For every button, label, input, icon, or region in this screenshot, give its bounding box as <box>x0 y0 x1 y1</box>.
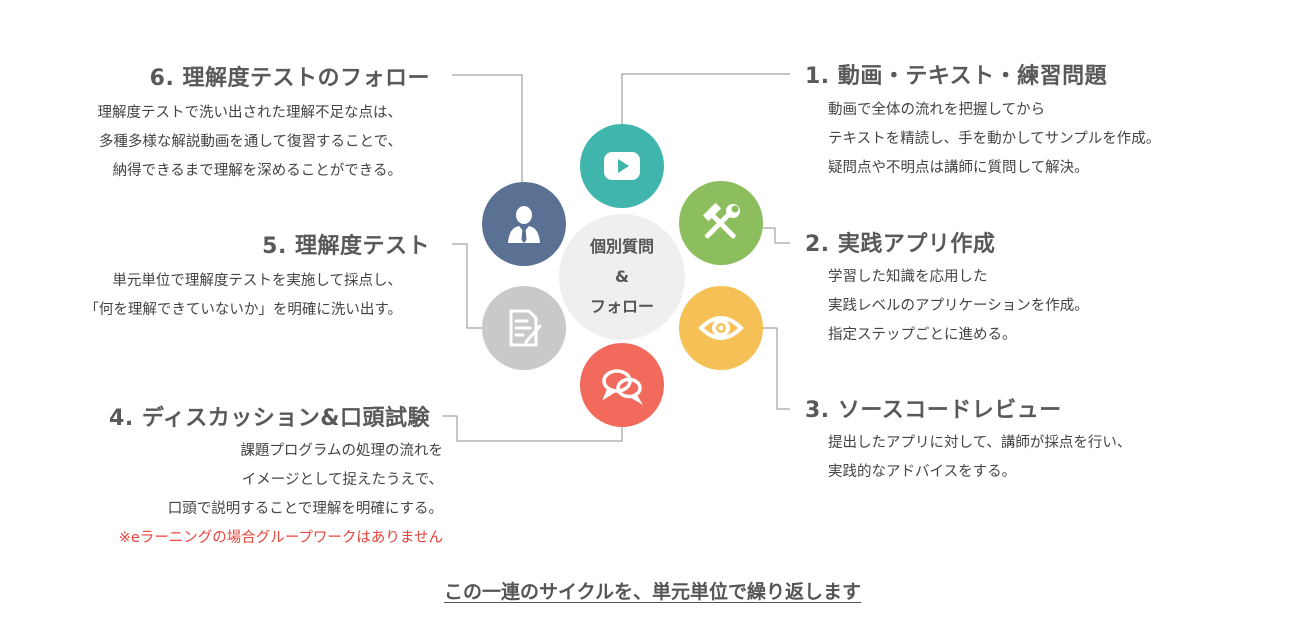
step4-line: 課題プログラムの処理の流れを <box>240 443 443 459</box>
step5-line: 単元単位で理解度テストを実施して採点し、 <box>112 273 402 289</box>
hammer-wrench-icon <box>703 203 740 239</box>
step4-description: 課題プログラムの処理の流れを イメージとして捉えたうえで、 口頭で説明することで… <box>119 437 443 553</box>
connector-step6 <box>452 74 523 186</box>
step1-line: テキストを精読し、手を動かしてサンプルを作成。 <box>828 131 1161 147</box>
step6-node <box>482 182 566 266</box>
step1-line: 疑問点や不明点は講師に質問して解決。 <box>828 160 1089 176</box>
center-label-line2: & <box>615 267 629 286</box>
step5-node <box>482 286 566 370</box>
connector-step2 <box>762 227 790 244</box>
center-hub: 個別質問 & フォロー <box>559 214 685 340</box>
step3-description: 提出したアプリに対して、講師が採点を行い、 実践的なアドバイスをする。 <box>828 429 1131 487</box>
step3-title: 3. ソースコードレビュー <box>805 398 1062 423</box>
step4-line: 口頭で説明することで理解を明確にする。 <box>167 501 443 517</box>
connector-step5 <box>452 243 483 329</box>
step1-description: 動画で全体の流れを把握してから テキストを精読し、手を動かしてサンプルを作成。 … <box>828 96 1160 183</box>
step3-line: 実践的なアドバイスをする。 <box>828 464 1017 480</box>
step1-node <box>580 124 664 208</box>
step6-description: 理解度テストで洗い出された理解不足な点は、 多種多様な解説動画を通して復習するこ… <box>98 99 403 186</box>
step2-description: 学習した知識を応用した 実践レベルのアプリケーションを作成。 指定ステップごとに… <box>828 263 1089 350</box>
connector-step3 <box>762 327 790 410</box>
footer-message: この一連のサイクルを、単元単位で繰り返します <box>443 581 862 603</box>
chat-bubbles-icon <box>602 369 643 405</box>
step6-line: 納得できるまで理解を深めることができる。 <box>112 163 402 179</box>
connector-step1 <box>621 73 790 124</box>
step6-line: 多種多様な解説動画を通して復習することで、 <box>98 134 402 150</box>
step3-node <box>679 286 763 370</box>
step6-line: 理解度テストで洗い出された理解不足な点は、 <box>97 105 403 121</box>
step2-node <box>679 181 763 265</box>
step4-node <box>580 343 664 427</box>
play-video-icon <box>604 152 640 180</box>
connector-step4 <box>442 415 623 442</box>
step2-title: 2. 実践アプリ作成 <box>805 232 996 257</box>
test-sheet-icon <box>509 309 542 347</box>
step2-line: 指定ステップごとに進める。 <box>828 327 1017 343</box>
eye-icon <box>698 316 744 340</box>
step2-line: 学習した知識を応用した <box>828 269 988 285</box>
step5-line: 「何を理解できていないか」を明確に洗い出す。 <box>84 302 402 318</box>
step3-line: 提出したアプリに対して、講師が採点を行い、 <box>828 435 1132 451</box>
center-label-line1: 個別質問 <box>589 237 654 256</box>
step4-title: 4. ディスカッション&口頭試験 <box>109 406 430 431</box>
step5-title: 5. 理解度テスト <box>262 234 430 259</box>
step1-line: 動画で全体の流れを把握してから <box>828 102 1046 118</box>
step6-title: 6. 理解度テストのフォロー <box>149 66 430 91</box>
step1-title: 1. 動画・テキスト・練習問題 <box>805 64 1108 89</box>
footer: この一連のサイクルを、単元単位で繰り返します <box>0 577 1305 604</box>
step5-description: 単元単位で理解度テストを実施して採点し、 「何を理解できていないか」を明確に洗い… <box>84 267 402 325</box>
center-label-line3: フォロー <box>589 297 654 316</box>
step2-line: 実践レベルのアプリケーションを作成。 <box>828 298 1089 314</box>
step4-note: ※eラーニングの場合グループワークはありません <box>118 530 443 546</box>
step4-line: イメージとして捉えたうえで、 <box>241 472 443 488</box>
instructor-icon <box>508 206 540 243</box>
